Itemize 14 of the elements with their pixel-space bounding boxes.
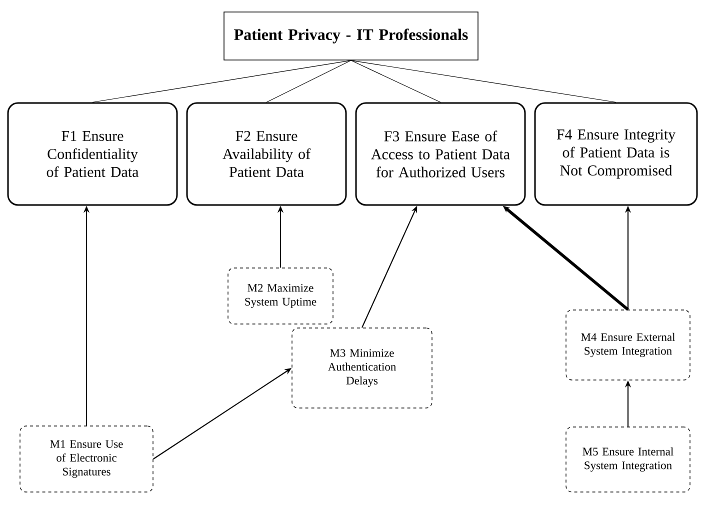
goal-box: F3 Ensure Ease of Access to Patient Data for Authorized Users	[355, 102, 526, 206]
goal-box: F2 Ensure Availability of Patient Data	[186, 102, 347, 206]
goal-box: F1 Ensure Confidentiality of Patient Data	[7, 102, 178, 206]
connector-line	[92, 60, 352, 103]
means-box: M4 Ensure External System Integration	[566, 310, 690, 380]
connector-line	[350, 60, 441, 103]
connector-line	[350, 60, 616, 103]
means-box: M2 Maximize System Uptime	[228, 268, 334, 324]
connector-line	[266, 60, 352, 103]
goal-box: F4 Ensure Integrity of Patient Data is Not Compromised	[534, 102, 698, 206]
means-box: M1 Ensure Use of Electronic Signatures	[20, 426, 154, 492]
means-box: M3 Minimize Authentication Delays	[292, 328, 432, 408]
means-box: M5 Ensure Internal System Integration	[566, 426, 690, 492]
title-box: Patient Privacy - IT Professionals	[224, 12, 478, 60]
